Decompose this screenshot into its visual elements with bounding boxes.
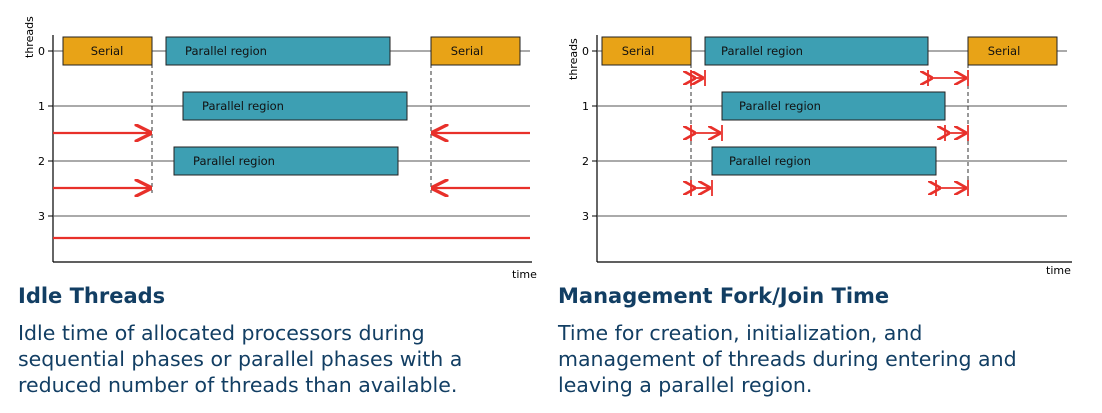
x-axis-label: time	[1046, 264, 1071, 277]
serial-box-1-label: Serial	[622, 44, 655, 58]
parallel-box-thread-2-label: Parallel region	[729, 154, 811, 168]
thread-label-1: 1	[38, 100, 45, 113]
parallel-box-thread-1-label: Parallel region	[202, 99, 284, 113]
parallel-box-thread-1-label: Parallel region	[739, 99, 821, 113]
description-line: reduced number of threads than available…	[18, 373, 458, 397]
parallel-box-thread-1	[721, 91, 946, 121]
description-line: Time for creation, initialization, and	[558, 321, 923, 345]
fork-join-panel: threads time 0 1 2 3	[552, 0, 1102, 413]
idle-time-lines	[53, 133, 530, 240]
serial-box-2	[430, 36, 521, 66]
idle-threads-panel: threads time 0 1 2 3	[0, 0, 550, 413]
fork-join-diagram: threads time 0 1 2 3	[567, 35, 1072, 277]
panel-description: Idle time of allocated processors during…	[18, 320, 548, 398]
parallel-box-thread-0	[165, 36, 391, 66]
thread-label-0: 0	[38, 45, 45, 58]
thread-ticks	[592, 50, 597, 217]
thread-label-3: 3	[38, 210, 45, 223]
description-line: sequential phases or parallel phases wit…	[18, 347, 463, 371]
thread-label-2: 2	[582, 155, 589, 168]
thread-label-2: 2	[38, 155, 45, 168]
panel-title: Idle Threads	[18, 284, 166, 308]
thread-label-3: 3	[582, 210, 589, 223]
thread-label-0: 0	[582, 45, 589, 58]
parallel-box-thread-1	[182, 91, 408, 121]
serial-box-2-label: Serial	[988, 44, 1021, 58]
parallel-box-thread-0	[704, 36, 929, 66]
thread-ticks	[48, 50, 53, 217]
serial-box-1	[601, 36, 692, 66]
panel-description: Time for creation, initialization, and m…	[558, 320, 1088, 398]
thread-lines	[597, 50, 1067, 217]
parallel-box-thread-0-label: Parallel region	[721, 44, 803, 58]
serial-box-2-label: Serial	[451, 44, 484, 58]
overhead-arrows	[691, 70, 969, 196]
panel-title: Management Fork/Join Time	[558, 284, 890, 308]
parallel-box-thread-2	[711, 146, 937, 176]
parallel-box-thread-2-label: Parallel region	[193, 154, 275, 168]
description-line: management of threads during entering an…	[558, 347, 1017, 371]
y-axis-label: threads	[23, 16, 36, 58]
parallel-box-thread-2	[173, 146, 399, 176]
parallel-box-thread-0-label: Parallel region	[185, 44, 267, 58]
x-axis-label: time	[512, 268, 537, 281]
description-line: leaving a parallel region.	[558, 373, 813, 397]
serial-box-1	[62, 36, 153, 66]
serial-box-1-label: Serial	[91, 44, 124, 58]
y-axis-label: threads	[567, 38, 580, 80]
idle-threads-diagram: threads time 0 1 2 3	[23, 16, 537, 281]
description-line: Idle time of allocated processors during	[18, 321, 425, 345]
thread-label-1: 1	[582, 100, 589, 113]
serial-box-2	[967, 36, 1058, 66]
